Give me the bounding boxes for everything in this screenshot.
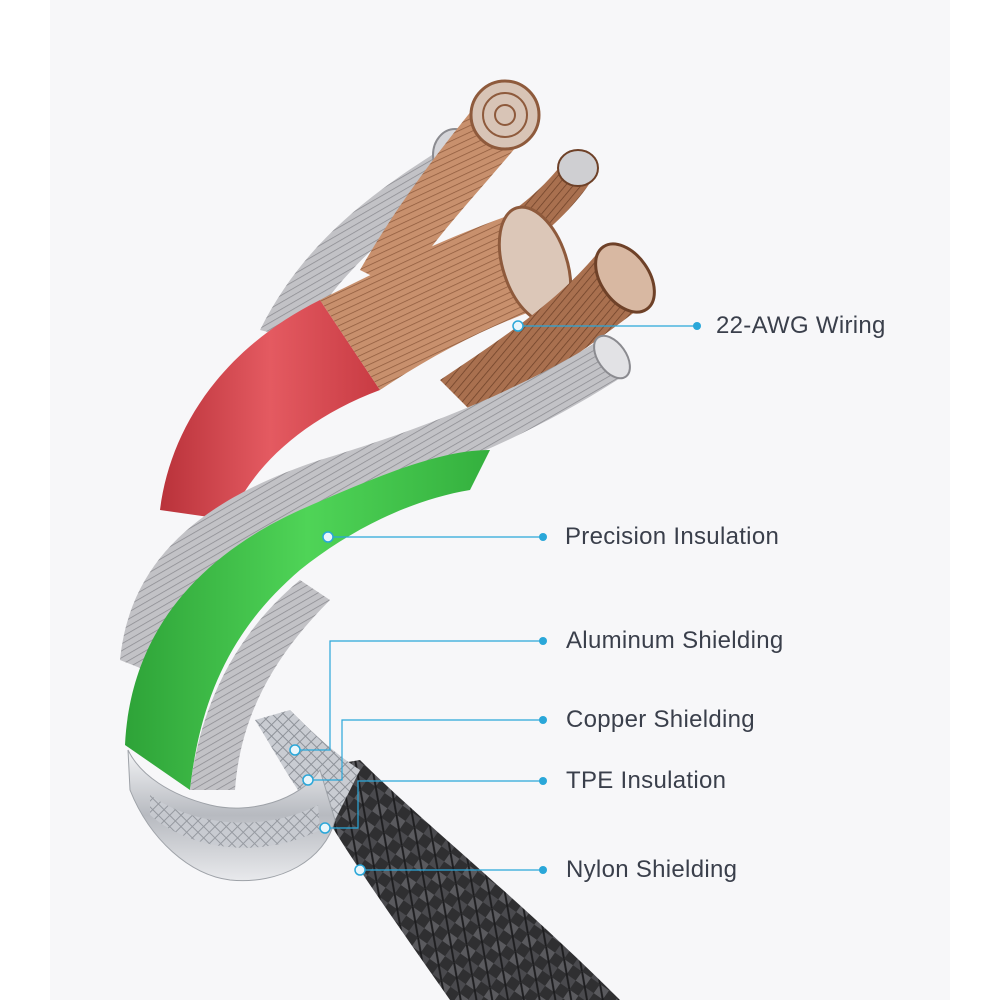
ring-knurl — [150, 795, 320, 848]
callout-anchor-dots — [289, 320, 524, 876]
label-aluminum-shielding: Aluminum Shielding — [566, 627, 784, 654]
anchor-precision — [322, 531, 334, 543]
green-insulation — [125, 450, 490, 790]
leader-aluminum — [295, 640, 543, 751]
label-22awg-wiring: 22-AWG Wiring — [716, 312, 886, 339]
red-insulation — [160, 300, 380, 520]
anchor-wiring — [512, 320, 524, 332]
end-dot-tpe — [539, 777, 547, 785]
silver-wire-lower — [190, 580, 330, 790]
leader-copper — [308, 719, 543, 781]
silver-wire-front-end — [593, 334, 631, 380]
label-tpe-insulation: TPE Insulation — [566, 767, 727, 794]
copper-wire-small-end — [557, 149, 599, 187]
metal-ring — [127, 749, 336, 882]
aluminum-shield-band — [255, 710, 360, 830]
callout-end-dots — [539, 322, 701, 874]
anchor-aluminum — [289, 744, 301, 756]
end-dot-copper — [539, 716, 547, 724]
end-dot-nylon — [539, 866, 547, 874]
nylon-braid-jacket — [300, 760, 620, 1000]
copper-wire-top — [360, 100, 530, 290]
end-dot-precision — [539, 533, 547, 541]
anchor-nylon — [354, 864, 366, 876]
label-nylon-shielding: Nylon Shielding — [566, 856, 738, 883]
silver-wire-front — [120, 340, 625, 680]
leader-tpe — [325, 780, 543, 829]
copper-wire-top-end — [469, 79, 541, 151]
end-dot-wiring — [693, 322, 701, 330]
anchor-tpe — [319, 822, 331, 834]
copper-wire-right — [440, 250, 650, 420]
label-precision-insulation: Precision Insulation — [565, 523, 780, 550]
end-dot-aluminum — [539, 637, 547, 645]
label-copper-shielding: Copper Shielding — [566, 706, 755, 733]
copper-wire-right-end — [594, 242, 656, 314]
anchor-copper — [302, 774, 314, 786]
callout-lines — [295, 325, 697, 871]
